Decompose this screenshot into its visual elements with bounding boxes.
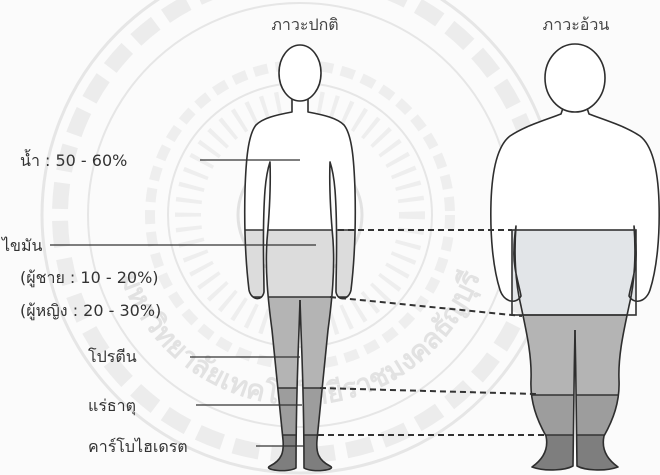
minerals-label: แร่ธาตุ [88,396,136,416]
carbohydrate-label: คาร์โบไฮเดรต [88,437,188,456]
obese-carbohydrate-region [480,435,660,475]
obese-title: ภาวะอ้วน [543,15,610,34]
fat-male-label: (ผู้ชาย : 10 - 20%) [20,268,159,288]
obese-minerals-region [480,395,660,435]
fat-label: ไขมัน [0,236,43,255]
normal-title: ภาวะปกติ [271,15,338,34]
normal-head [279,45,321,101]
obese-head [545,44,605,112]
normal-fat-region [230,230,370,297]
water-label: น้ำ : 50 - 60% [20,149,127,170]
protein-label: โปรตีน [88,347,137,366]
obese-fat-region [512,230,636,315]
fat-female-label: (ผู้หญิง : 20 - 30%) [20,301,161,321]
